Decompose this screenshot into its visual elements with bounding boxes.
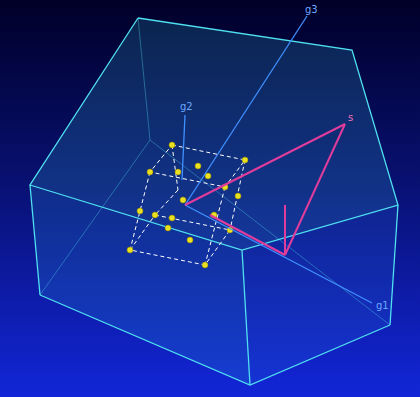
atoms bbox=[127, 142, 248, 268]
vector-triangle bbox=[185, 124, 345, 255]
box-front-face bbox=[30, 185, 250, 385]
axis-label: g1 bbox=[376, 300, 389, 312]
box-side-face bbox=[242, 205, 398, 385]
axes bbox=[182, 16, 372, 303]
box-edges bbox=[30, 18, 398, 385]
box-hidden-edges bbox=[40, 18, 390, 325]
axis-label: g2 bbox=[180, 101, 193, 113]
axis-label: g3 bbox=[305, 4, 318, 16]
vector-label: s bbox=[348, 112, 353, 124]
unit-cell bbox=[130, 145, 245, 265]
